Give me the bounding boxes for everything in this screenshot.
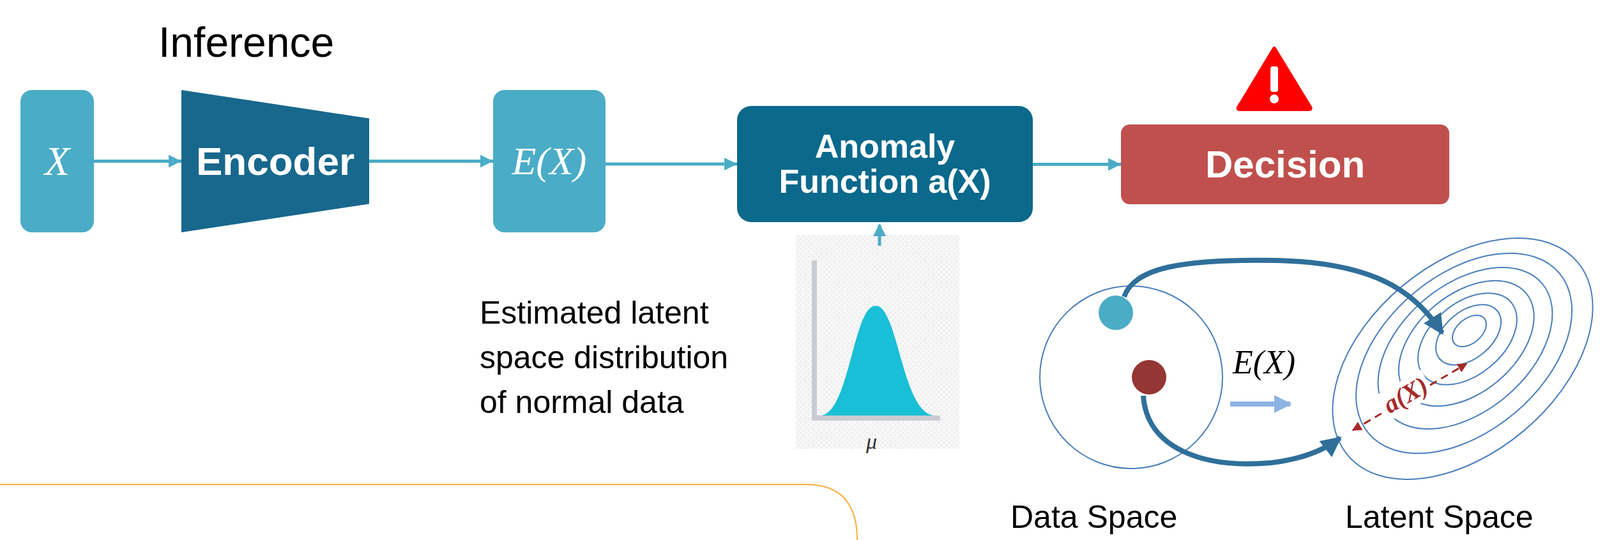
diagram-title: Inference bbox=[158, 17, 335, 67]
node-text: Anomaly Function a(X) bbox=[743, 129, 1027, 199]
node-text: X bbox=[44, 137, 70, 186]
node-text: E(X) bbox=[511, 138, 587, 184]
input-box: X bbox=[20, 90, 94, 233]
node-text: Decision bbox=[1205, 142, 1365, 187]
contour-ring bbox=[1347, 235, 1584, 462]
flow-arrow bbox=[605, 162, 738, 167]
decision-box: Decision bbox=[1120, 124, 1450, 205]
distance-label: a(X) bbox=[1375, 369, 1436, 422]
warning-icon bbox=[1238, 48, 1311, 110]
anomaly-mapping-arrow bbox=[1143, 396, 1341, 465]
normal-mapping-arrow bbox=[1124, 260, 1443, 334]
data-space bbox=[1039, 286, 1223, 469]
mapping-label: E(X) bbox=[1232, 343, 1296, 382]
contour-ring bbox=[1287, 190, 1600, 529]
flow-arrow bbox=[369, 159, 494, 163]
distance-line bbox=[1352, 364, 1467, 431]
space-caption: Data Space bbox=[1010, 499, 1178, 537]
flow-arrow bbox=[1032, 162, 1121, 167]
space-caption: Latent Space bbox=[1345, 499, 1534, 537]
contour-ring bbox=[1424, 292, 1513, 377]
contour-ring bbox=[1318, 213, 1600, 494]
mapping-arrow bbox=[1230, 401, 1291, 407]
flow-arrow bbox=[93, 159, 182, 163]
gaussian-plot bbox=[795, 235, 960, 450]
note-border bbox=[0, 484, 858, 540]
contour-ring bbox=[1375, 255, 1558, 432]
latent-box: E(X) bbox=[493, 90, 606, 233]
anomaly-function-box: Anomaly Function a(X) bbox=[737, 106, 1033, 223]
input-arrow bbox=[878, 224, 882, 246]
distribution-note: Estimated latent space distribution of n… bbox=[479, 290, 748, 425]
node-text: Encoder bbox=[196, 138, 355, 184]
contour-ring bbox=[1446, 309, 1493, 354]
mean-symbol: μ bbox=[866, 429, 877, 455]
encoder-block: Encoder bbox=[181, 90, 370, 233]
latent-space-contours bbox=[1287, 190, 1600, 529]
